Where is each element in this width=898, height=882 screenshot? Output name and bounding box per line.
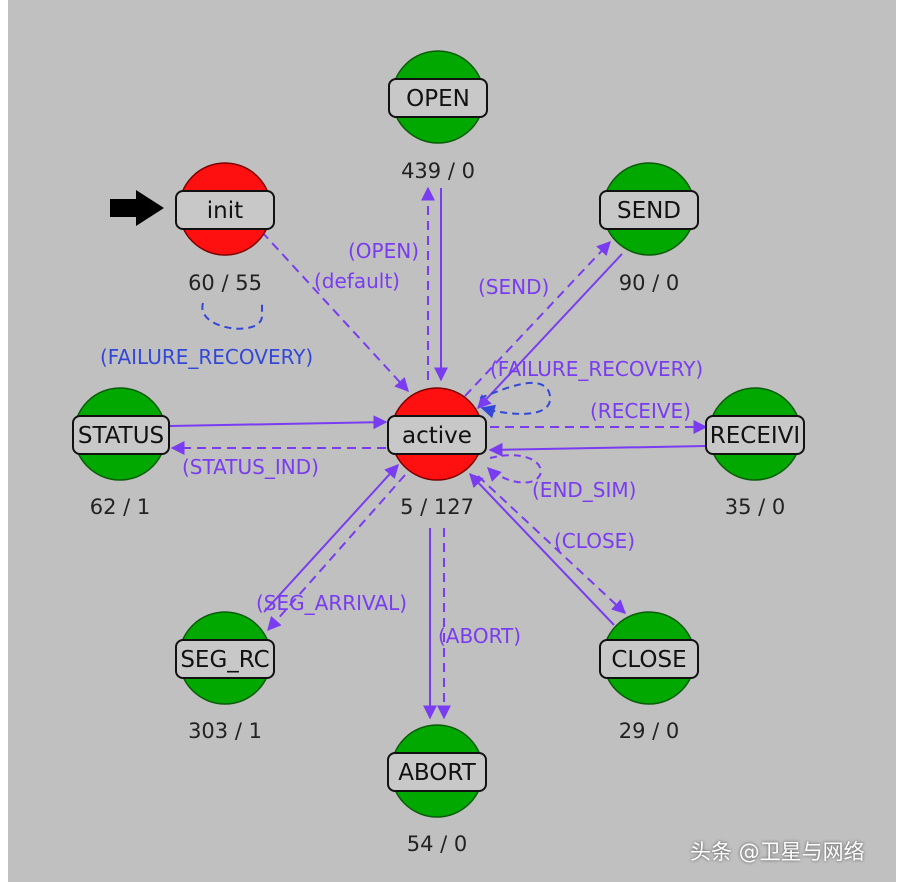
transition-label-failure-recovery-left: (FAILURE_RECOVERY) [100,345,313,369]
state-close-counter: 29 / 0 [619,719,680,743]
state-send-label: SEND [617,198,681,224]
transition-close[interactable] [469,472,627,626]
transition-seg-arrival[interactable] [263,463,406,632]
state-abort[interactable]: ABORT 54 / 0 [387,724,487,856]
transition-label-seg-arrival: (SEG_ARRIVAL) [256,591,407,615]
transition-open[interactable] [421,186,448,382]
transition-init-self-loop[interactable] [201,302,263,330]
state-close[interactable]: CLOSE 29 / 0 [599,611,699,743]
transition-label-status-ind: (STATUS_IND) [182,455,319,479]
transition-label-failure-recovery-right: (FAILURE_RECOVERY) [490,357,703,381]
transition-active-self-loop[interactable] [479,381,552,419]
transition-end-sim-self-loop[interactable] [487,454,542,484]
state-init[interactable]: init 60 / 55 [175,162,275,295]
transition-label-close: (CLOSE) [554,529,635,553]
state-open-label: OPEN [406,86,470,112]
transition-label-end-sim: (END_SIM) [532,478,636,502]
state-active-label: active [402,423,472,449]
state-receive[interactable]: RECEIVI 35 / 0 [705,387,805,519]
transition-status[interactable] [169,415,388,455]
state-seg-rc-counter: 303 / 1 [188,719,262,743]
transition-label-receive: (RECEIVE) [590,399,691,423]
state-status-label: STATUS [78,423,164,449]
state-send[interactable]: SEND 90 / 0 [599,162,699,295]
state-open[interactable]: OPEN 439 / 0 [388,50,488,183]
state-seg-rc-label: SEG_RC [180,647,269,673]
state-init-label: init [207,198,243,224]
state-active[interactable]: active 5 / 127 [387,387,487,519]
state-open-counter: 439 / 0 [401,159,475,183]
transition-label-default: (default) [314,269,400,293]
initial-state-arrow-icon [110,190,164,226]
state-abort-label: ABORT [398,760,477,786]
transition-label-send: (SEND) [478,275,549,299]
state-seg-rc[interactable]: SEG_RC 303 / 1 [175,611,275,743]
transition-send[interactable] [464,240,623,410]
transition-receive[interactable] [488,420,708,457]
state-close-label: CLOSE [611,647,686,673]
transition-label-abort: (ABORT) [438,624,521,648]
state-abort-counter: 54 / 0 [407,832,468,856]
state-receive-counter: 35 / 0 [725,495,786,519]
transition-abort[interactable] [423,528,451,720]
state-active-counter: 5 / 127 [400,495,474,519]
state-status-counter: 62 / 1 [90,495,151,519]
state-status[interactable]: STATUS 62 / 1 [72,387,170,519]
watermark: 头条 @卫星与网络 [690,840,865,864]
state-send-counter: 90 / 0 [619,271,680,295]
state-init-counter: 60 / 55 [188,271,262,295]
state-receive-label: RECEIVI [710,423,800,449]
transition-label-open: (OPEN) [348,239,419,263]
transition-default[interactable] [261,231,409,393]
